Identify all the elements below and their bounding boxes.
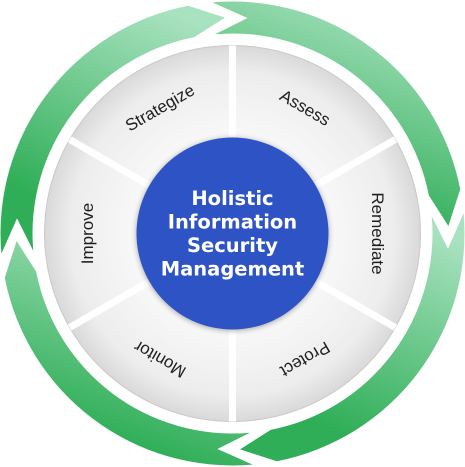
cycle-arrow-segment (0, 5, 225, 254)
center-title-line: Management (161, 257, 305, 280)
segment-divider (67, 136, 155, 191)
segment-divider (310, 276, 398, 331)
cycle-arrow-segment (240, 213, 465, 462)
cycle-arrow-segment (212, 1, 461, 226)
center-circle (136, 137, 329, 330)
segment-label-improve: Improve (78, 203, 97, 264)
cycle-arrow-segment (4, 241, 253, 466)
center-title-line: Holistic (191, 187, 273, 210)
center-title-line: Security (187, 234, 278, 257)
segment-divider (67, 276, 155, 331)
segment-dividers (67, 45, 398, 422)
center-title-line: Information (168, 210, 297, 233)
segment-divider (310, 136, 398, 191)
segment-label-remediate: Remediate (368, 192, 387, 274)
